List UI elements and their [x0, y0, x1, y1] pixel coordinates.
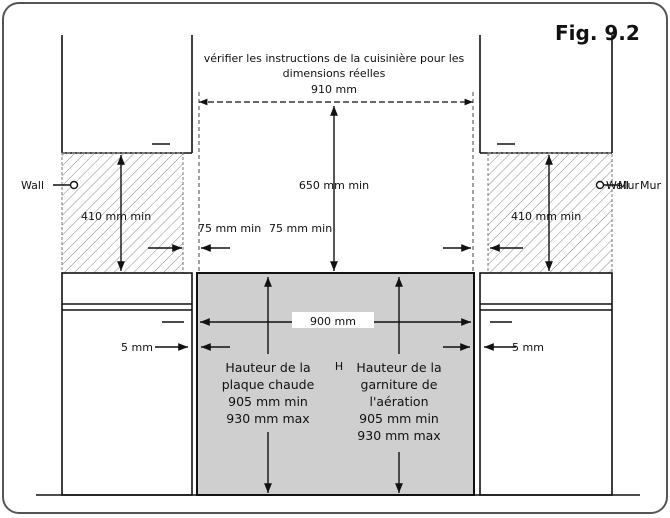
right-wall-height-label: 410 mm min — [511, 210, 581, 223]
hotplate-line-3: 905 mm min — [228, 394, 308, 409]
hotplate-line-1: Hauteur de la — [225, 360, 310, 375]
vent-line-4: 905 mm min — [359, 411, 439, 426]
cooker-width-label: 900 mm — [310, 315, 356, 328]
vent-line-5: 930 mm max — [357, 428, 440, 443]
right-wall-label-b: Mur — [618, 179, 639, 192]
left-wall-height-label: 410 mm min — [81, 210, 151, 223]
right-wall-marker-dot — [595, 180, 605, 190]
note-line-2: dimensions réelles — [283, 67, 386, 80]
vent-line-2: garniture de — [361, 377, 438, 392]
vent-line-1: Hauteur de la — [356, 360, 441, 375]
height-650-label: 650 mm min — [299, 179, 369, 192]
gap-left-label: 5 mm — [121, 341, 153, 354]
note-line-1: vérifier les instructions de la cuisiniè… — [204, 52, 465, 65]
gap-right-label: 5 mm — [512, 341, 544, 354]
vent-line-3: l'aération — [369, 394, 428, 409]
left-base-unit — [61, 272, 193, 496]
note-width-label: 910 mm — [311, 83, 357, 96]
center-mark: H — [335, 360, 343, 373]
width-900-label-bg — [292, 312, 374, 328]
left-wall-marker-dot — [69, 180, 79, 190]
side-clearance-right-label: 75 mm min — [269, 222, 332, 235]
right-base-unit — [479, 272, 613, 496]
right-wall-label-a: Wall — [606, 179, 629, 192]
left-wall-label: Wall — [21, 179, 44, 192]
hotplate-line-2: plaque chaude — [222, 377, 315, 392]
right-wall-label-c: Mur — [640, 179, 661, 192]
hotplate-line-4: 930 mm max — [226, 411, 309, 426]
side-clearance-left-label: 75 mm min — [198, 222, 261, 235]
figure-label: Fig. 9.2 — [555, 21, 640, 45]
cooker-body — [196, 272, 475, 496]
